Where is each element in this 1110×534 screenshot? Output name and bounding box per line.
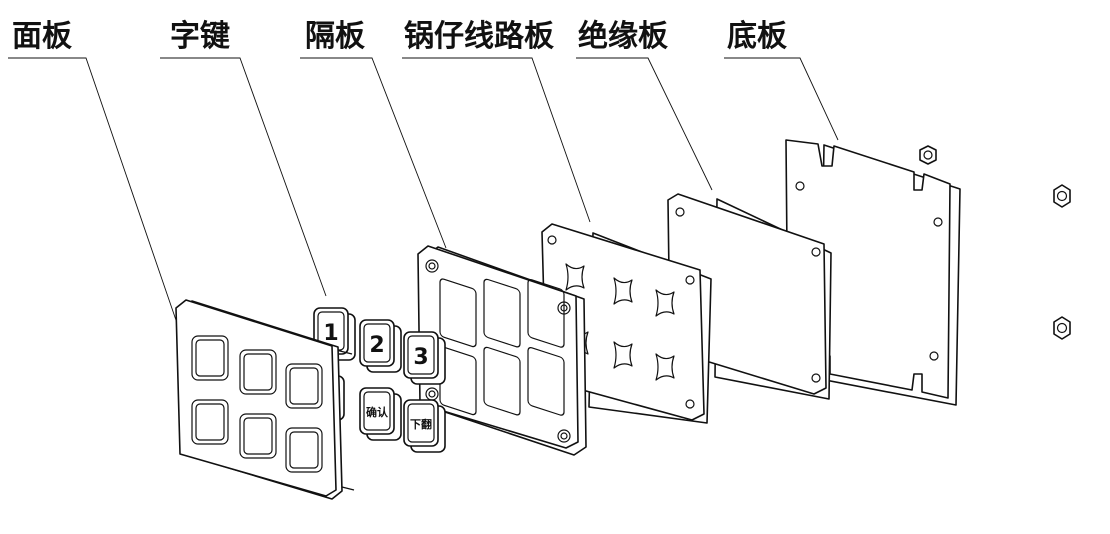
spacer-plate	[417, 245, 587, 456]
dome-contact	[655, 289, 675, 317]
key-label-pagedown: 下翻	[410, 417, 432, 431]
key-label-confirm: 确认	[366, 405, 389, 419]
keycap-2: 2	[359, 319, 402, 373]
label-keycaps: 字键	[170, 19, 230, 54]
keycap-3: 3	[403, 331, 446, 385]
insulator-plate	[667, 193, 832, 400]
dome-contact	[613, 341, 633, 369]
dome-contact	[655, 353, 675, 381]
hex-nut	[919, 145, 937, 165]
label-spacer: 隔板	[305, 19, 365, 54]
hex-nut	[1053, 184, 1071, 208]
dome-contact	[613, 277, 633, 305]
label-base: 底板	[727, 19, 787, 54]
dome-contact	[565, 263, 585, 291]
label-pcb: 锅仔线路板	[404, 19, 554, 54]
leader-lines	[8, 57, 839, 327]
keycap-1: 1	[313, 307, 356, 361]
keycap-pagedown: 下翻	[403, 399, 446, 453]
label-panel: 面板	[12, 19, 72, 54]
key-label-2: 2	[369, 333, 384, 358]
label-insulator: 绝缘板	[578, 19, 668, 54]
front-panel	[175, 299, 355, 500]
key-label-1: 1	[323, 321, 338, 346]
hex-nut	[1053, 316, 1071, 340]
base-plate	[785, 139, 961, 406]
key-label-3: 3	[413, 345, 428, 370]
keycap-confirm: 确认	[359, 387, 402, 441]
